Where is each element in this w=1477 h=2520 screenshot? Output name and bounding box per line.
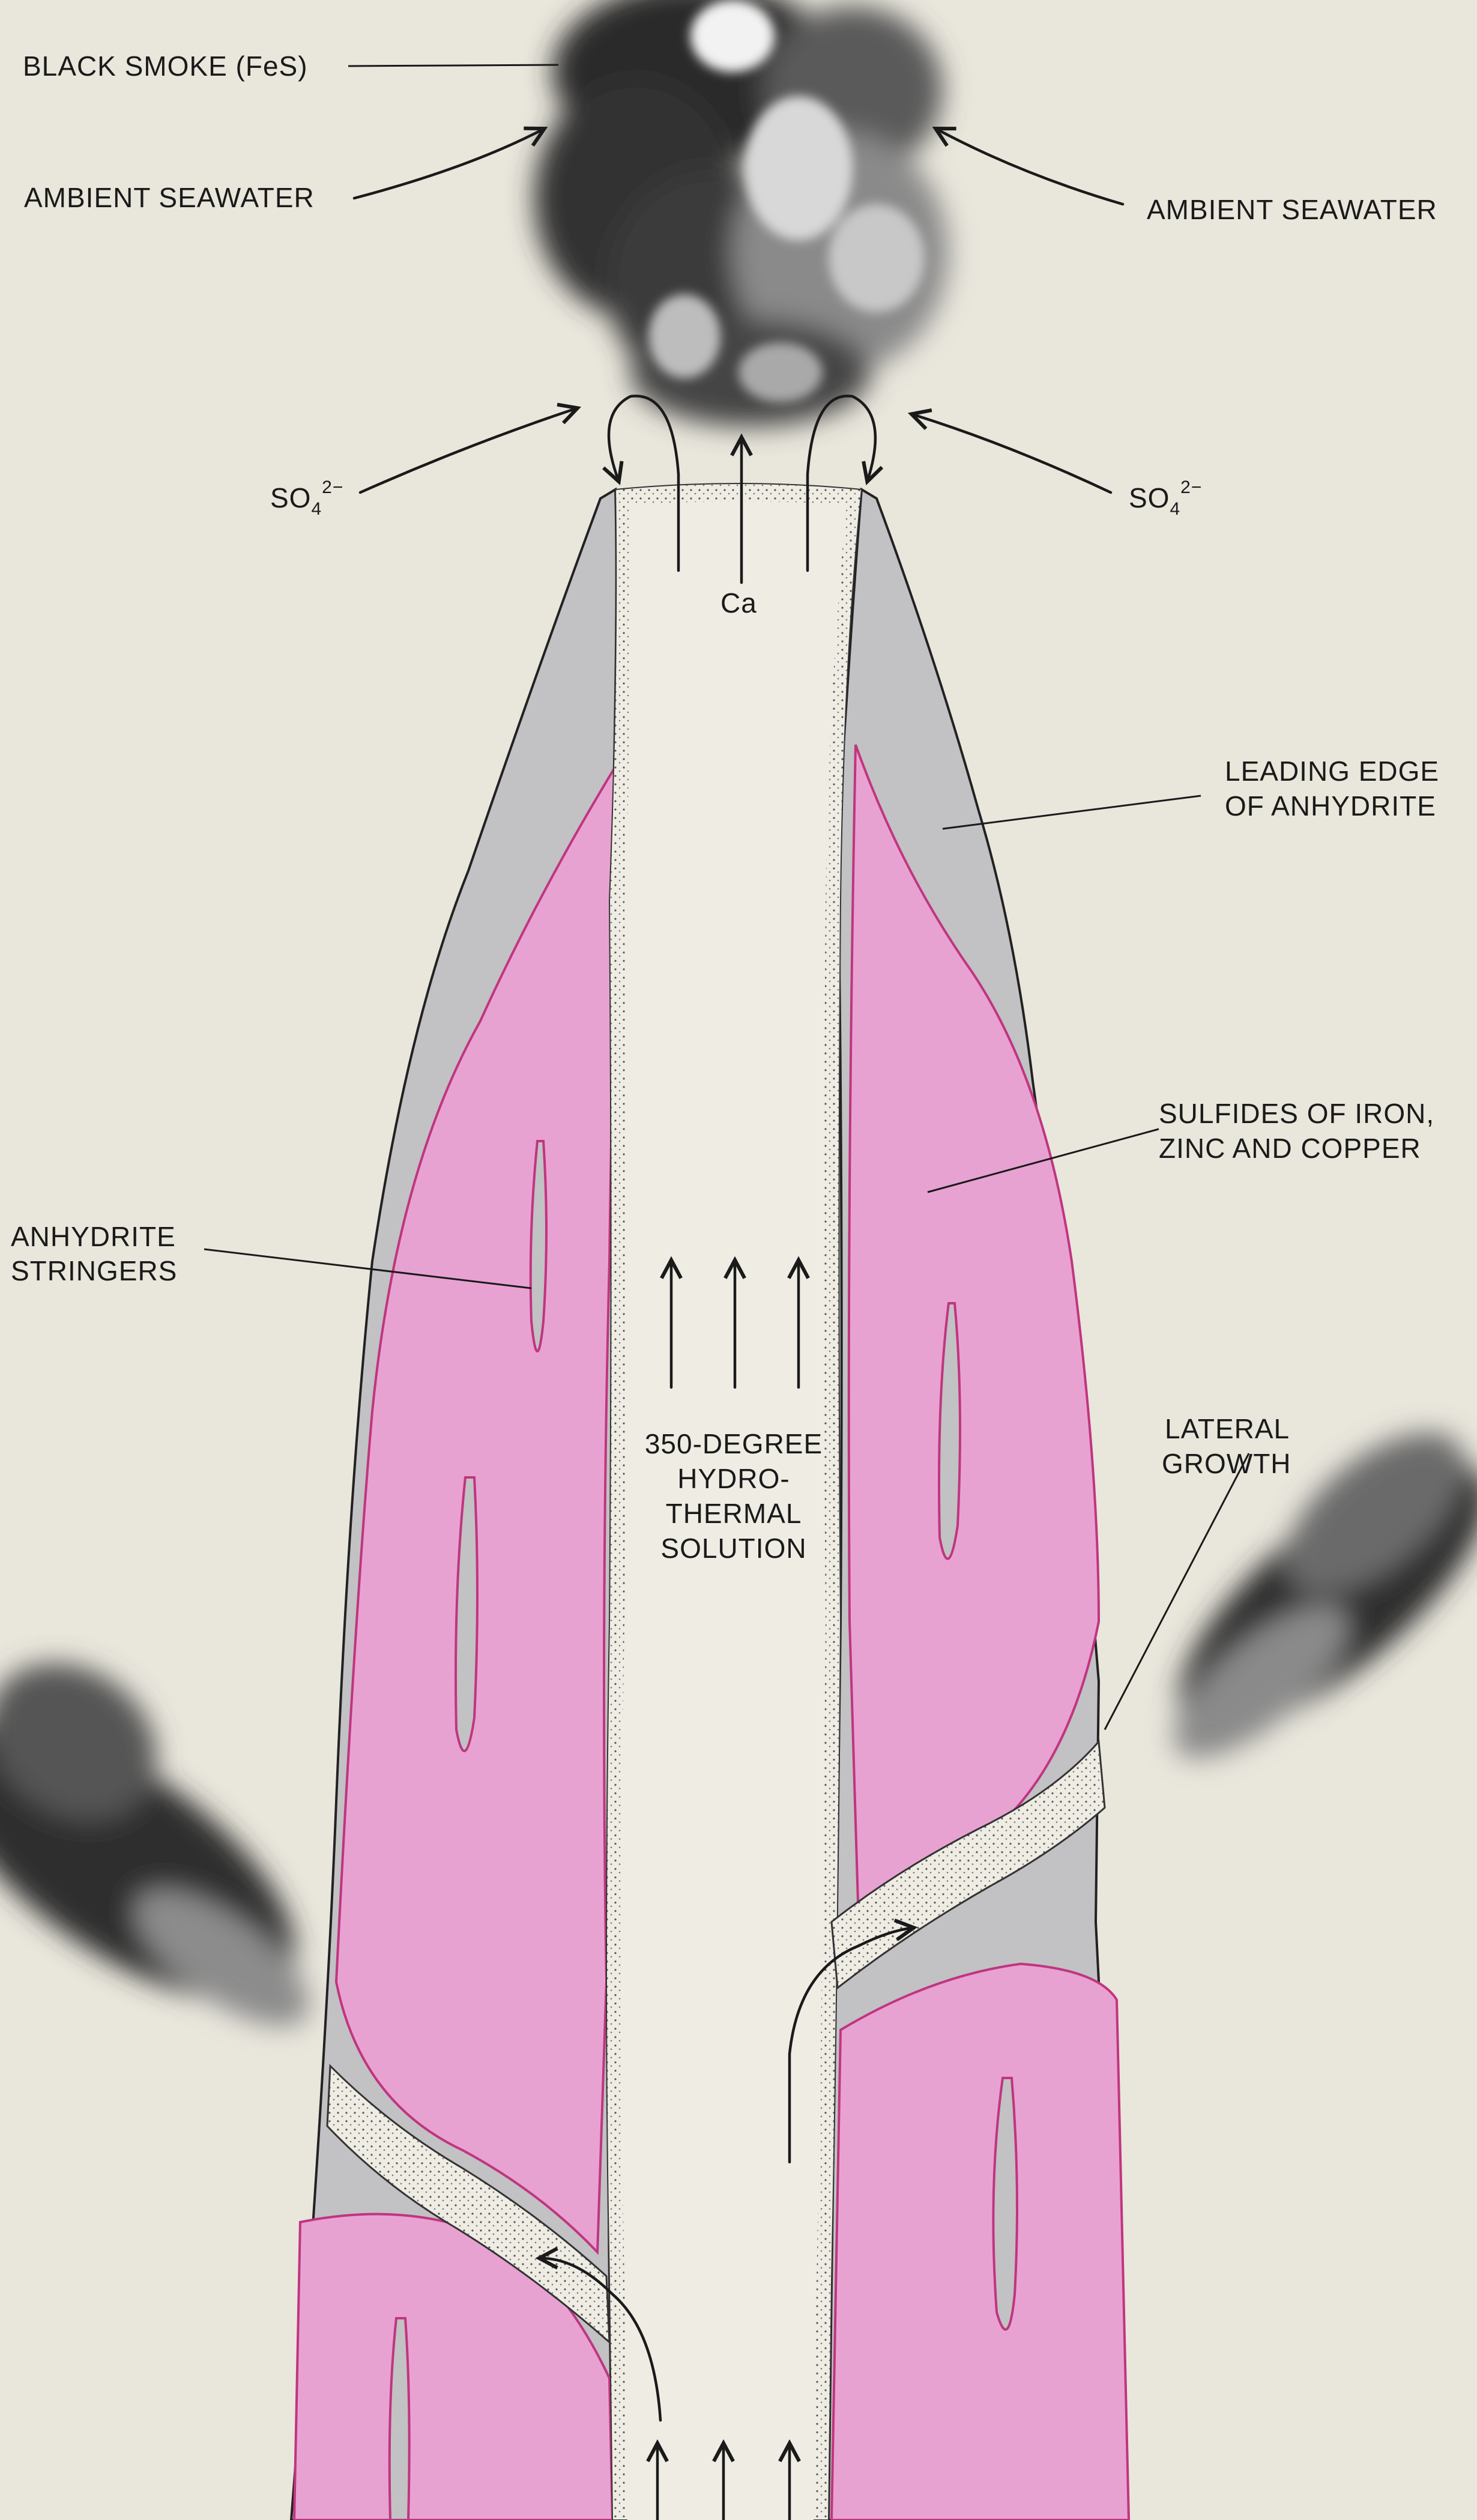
label-leading-edge-1: LEADING EDGE: [1225, 756, 1439, 787]
label-so4-left: SO42−: [270, 477, 343, 519]
label-ambient-right: AMBIENT SEAWATER: [1147, 194, 1437, 225]
right-sulfide-lower: [832, 1964, 1129, 2520]
so4-arrow-left: [360, 408, 576, 492]
ambient-arrow-right: [937, 129, 1123, 204]
label-stringers-2: STRINGERS: [11, 1255, 177, 1286]
label-solution-1: 350-DEGREE: [645, 1428, 823, 1459]
label-sulfides-1: SULFIDES OF IRON,: [1159, 1098, 1434, 1129]
label-solution-4: SOLUTION: [660, 1533, 806, 1564]
label-solution-2: HYDRO-: [677, 1463, 790, 1494]
label-solution-3: THERMAL: [666, 1498, 802, 1529]
lateral-smoke-left: [0, 1631, 339, 2053]
label-black-smoke: BLACK SMOKE (FeS): [23, 50, 308, 82]
stringer-5: [390, 2318, 409, 2520]
label-lateral-1: LATERAL: [1165, 1413, 1290, 1444]
label-leading-edge-2: OF ANHYDRITE: [1225, 790, 1436, 822]
label-lateral-2: GROWTH: [1162, 1448, 1291, 1479]
label-stringers-1: ANHYDRITE: [11, 1221, 176, 1252]
black-smoke-plume: [534, 0, 949, 426]
label-ambient-left: AMBIENT SEAWATER: [24, 182, 315, 213]
so4-arrow-right: [913, 414, 1111, 492]
label-sulfides-2: ZINC AND COPPER: [1159, 1133, 1421, 1164]
label-so4-right: SO42−: [1129, 477, 1202, 519]
label-ca: Ca: [720, 587, 757, 619]
ambient-arrow-left: [354, 129, 543, 198]
